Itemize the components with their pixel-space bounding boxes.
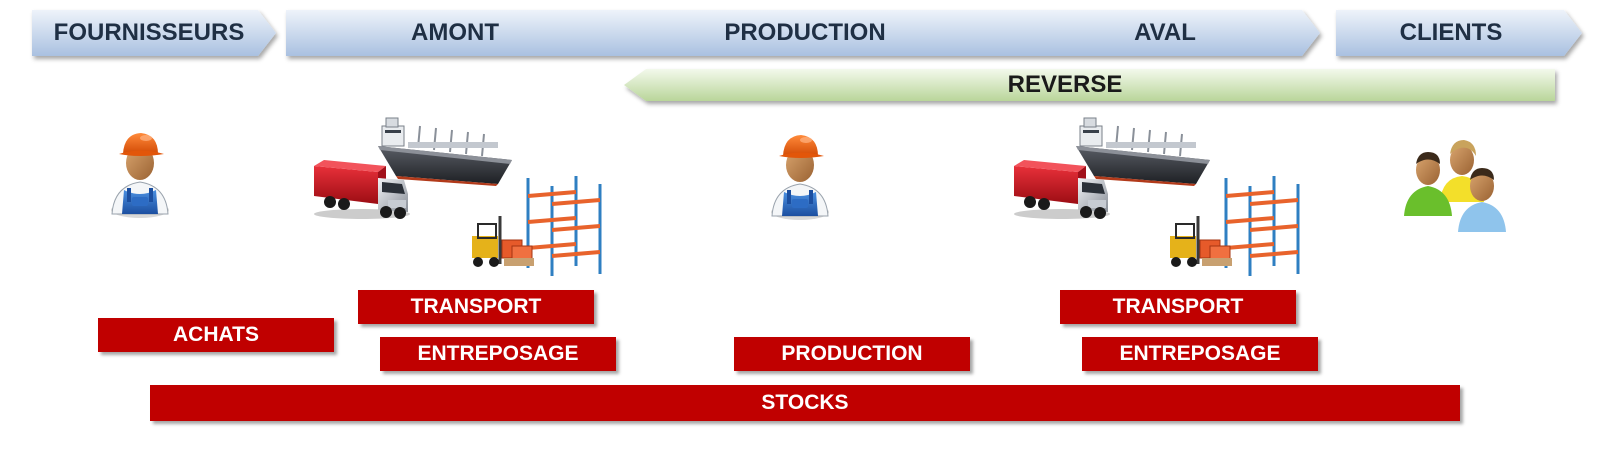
activity-stocks: STOCKS [150, 385, 1460, 421]
reverse-arrow [624, 69, 1555, 101]
clients-group-icon [1404, 140, 1506, 232]
clients-arrow [1336, 10, 1582, 56]
activity-achats: ACHATS [98, 318, 334, 352]
activity-production: PRODUCTION [734, 337, 970, 371]
label-amont: AMONT [411, 19, 499, 46]
worker-icon [770, 134, 830, 221]
ship-icon [377, 117, 513, 187]
fournisseurs-arrow [32, 10, 276, 56]
worker-icon [110, 132, 170, 219]
label-clients: CLIENTS [1399, 19, 1503, 46]
label-reverse: REVERSE [1007, 71, 1123, 98]
activity-entreposage-amont: ENTREPOSAGE [380, 337, 616, 371]
label-production-flow: PRODUCTION [724, 19, 886, 46]
ship-icon [1075, 117, 1211, 187]
label-fournisseurs: FOURNISSEURS [53, 19, 245, 46]
label-aval: AVAL [1134, 19, 1196, 46]
warehouse-rack-icon [1168, 174, 1300, 278]
activity-entreposage-aval: ENTREPOSAGE [1082, 337, 1318, 371]
activity-transport-amont: TRANSPORT [358, 290, 594, 324]
amont-aval-arrow [286, 10, 1320, 56]
activity-transport-aval: TRANSPORT [1060, 290, 1296, 324]
warehouse-rack-icon [470, 174, 602, 278]
